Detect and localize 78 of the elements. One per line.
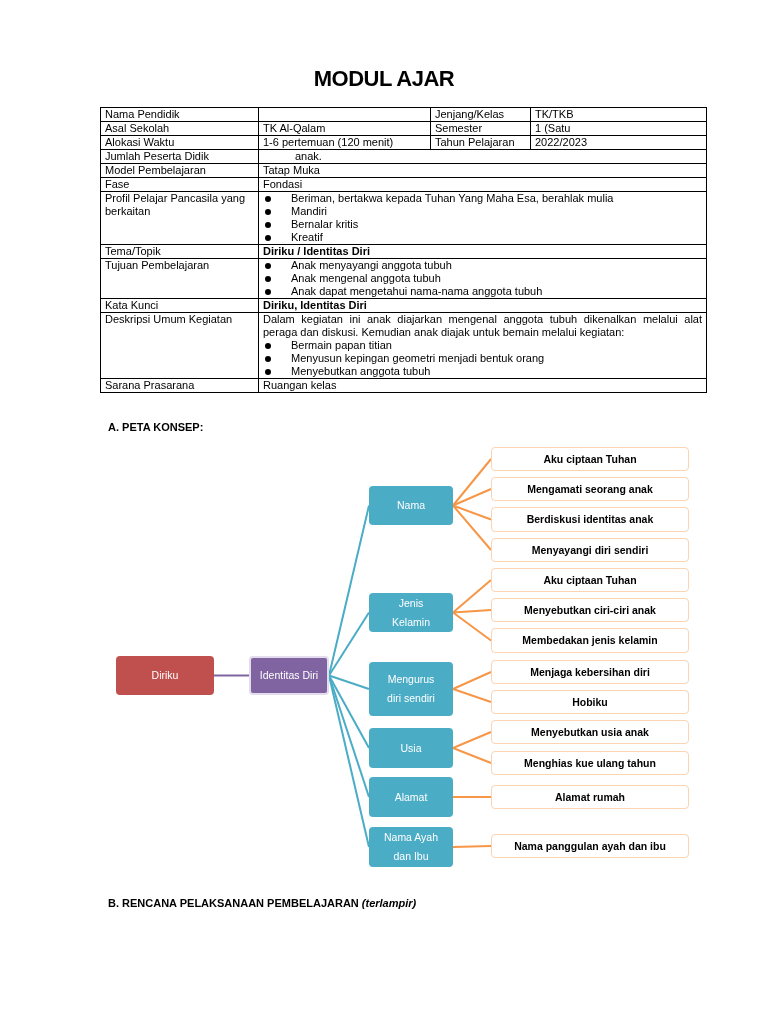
connector-line bbox=[328, 611, 370, 677]
subtopic-box: Berdiskusi identitas anak bbox=[491, 507, 689, 532]
bullet-item: Kreatif bbox=[263, 231, 702, 244]
field-value: 1 (Satu bbox=[535, 122, 572, 135]
subtopic-box: Membedakan jenis kelamin bbox=[491, 628, 689, 653]
connector-line bbox=[452, 688, 492, 703]
connector-line bbox=[452, 796, 492, 798]
subtopic-box: Nama panggulan ayah dan ibu bbox=[491, 834, 689, 858]
category-box: Jenis Kelamin bbox=[369, 593, 453, 632]
section-heading: A. PETA KONSEP: bbox=[108, 421, 204, 433]
category-box: Mengurus diri sendiri bbox=[369, 662, 453, 716]
field-value: Fondasi bbox=[263, 178, 304, 191]
subtopic-box: Mengamati seorang anak bbox=[491, 477, 689, 501]
field-label: Alokasi Waktu bbox=[105, 136, 176, 149]
bullet-item: Anak menyayangi anggota tubuh bbox=[263, 259, 702, 272]
bullet-item: Anak dapat mengetahui nama-nama anggota tubuh bbox=[263, 285, 702, 298]
page-title: MODUL AJAR bbox=[312, 66, 456, 92]
connector-line bbox=[452, 845, 492, 848]
field-label: Kata Kunci bbox=[105, 299, 160, 312]
connector-line bbox=[452, 504, 492, 551]
category-box: Usia bbox=[369, 728, 453, 768]
subtopic-box: Hobiku bbox=[491, 690, 689, 714]
field-value: Diriku, Identitas Diri bbox=[263, 299, 368, 312]
subtopic-box: Alamat rumah bbox=[491, 785, 689, 809]
section-heading: B. RENCANA PELAKSANAAN PEMBELAJARAN (terlampir) bbox=[108, 897, 417, 909]
field-label: Fase bbox=[105, 178, 131, 191]
subtopic-box: Menghias kue ulang tahun bbox=[491, 751, 689, 775]
field-value: anak. bbox=[294, 150, 323, 163]
connector-line bbox=[452, 671, 492, 690]
field-value: Tatap Muka bbox=[263, 164, 321, 177]
connector-line bbox=[452, 609, 492, 614]
connector-line bbox=[452, 579, 492, 614]
connector-line bbox=[452, 731, 492, 749]
field-value: 2022/2023 bbox=[535, 136, 588, 149]
field-label: Sarana Prasarana bbox=[105, 379, 196, 392]
field-value: TK Al-Qalam bbox=[263, 122, 327, 135]
connector-line bbox=[452, 504, 492, 521]
field-label: Asal Sekolah bbox=[105, 122, 171, 135]
connector-line bbox=[452, 458, 492, 507]
field-label: Jumlah Peserta Didik bbox=[105, 150, 210, 163]
subtopic-box: Menyebutkan ciri-ciri anak bbox=[491, 598, 689, 622]
field-value: Semester bbox=[435, 122, 484, 135]
subtopic-box: Menyayangi diri sendiri bbox=[491, 538, 689, 562]
category-box: Nama bbox=[369, 486, 453, 525]
bullet-item: Mandiri bbox=[263, 205, 702, 218]
category-box: Nama Ayah dan Ibu bbox=[369, 827, 453, 867]
field-value: Ruangan kelas bbox=[263, 379, 338, 392]
field-label: Model Pembelajaran bbox=[105, 164, 207, 177]
category-box: Alamat bbox=[369, 777, 453, 817]
field-value: Tahun Pelajaran bbox=[435, 136, 516, 149]
field-label: Tujuan Pembelajaran bbox=[105, 259, 211, 272]
field-value: Diriku / Identitas Diri bbox=[263, 245, 371, 258]
field-value: TK/TKB bbox=[535, 108, 575, 121]
connector-line bbox=[328, 674, 370, 749]
bullet-item: Beriman, bertakwa kepada Tuhan Yang Maha Esa, berahlak mulia bbox=[263, 192, 702, 205]
bullet-item: Menyusun kepingan geometri menjadi bentuk orang bbox=[263, 352, 702, 365]
field-label: Deskripsi Umum Kegiatan bbox=[105, 313, 234, 326]
bullet-item: Bernalar kritis bbox=[263, 218, 702, 231]
subtopic-box: Aku ciptaan Tuhan bbox=[491, 568, 689, 592]
bullet-item: Menyebutkan anggota tubuh bbox=[263, 365, 702, 378]
bullet-item: Anak mengenal anggota tubuh bbox=[263, 272, 702, 285]
field-value: Jenjang/Kelas bbox=[435, 108, 506, 121]
connector-line bbox=[213, 674, 250, 677]
connector-line bbox=[452, 747, 492, 764]
connector-line bbox=[328, 674, 370, 690]
subtopic-box: Menyebutkan usia anak bbox=[491, 720, 689, 744]
connector-line bbox=[452, 488, 492, 507]
root-box: Diriku bbox=[116, 656, 214, 695]
description-paragraph: Dalam kegiatan ini anak diajarkan mengenal anggota tubuh dikenalkan melalui alat peraga dan diskusi. Kemudian anak diajak untuk bemain melalui kegiatan: bbox=[263, 313, 702, 339]
field-label: Tema/Topik bbox=[105, 245, 162, 258]
subtopic-box: Aku ciptaan Tuhan bbox=[491, 447, 689, 471]
topic-box: Identitas Diri bbox=[249, 656, 329, 695]
subtopic-box: Menjaga kebersihan diri bbox=[491, 660, 689, 684]
bullet-item: Bermain papan titian bbox=[263, 339, 702, 352]
field-label: Nama Pendidik bbox=[105, 108, 181, 121]
field-label: Profil Pelajar Pancasila yang berkaitan bbox=[105, 192, 247, 218]
field-value: 1-6 pertemuan (120 menit) bbox=[263, 136, 395, 149]
connector-line bbox=[452, 611, 492, 642]
